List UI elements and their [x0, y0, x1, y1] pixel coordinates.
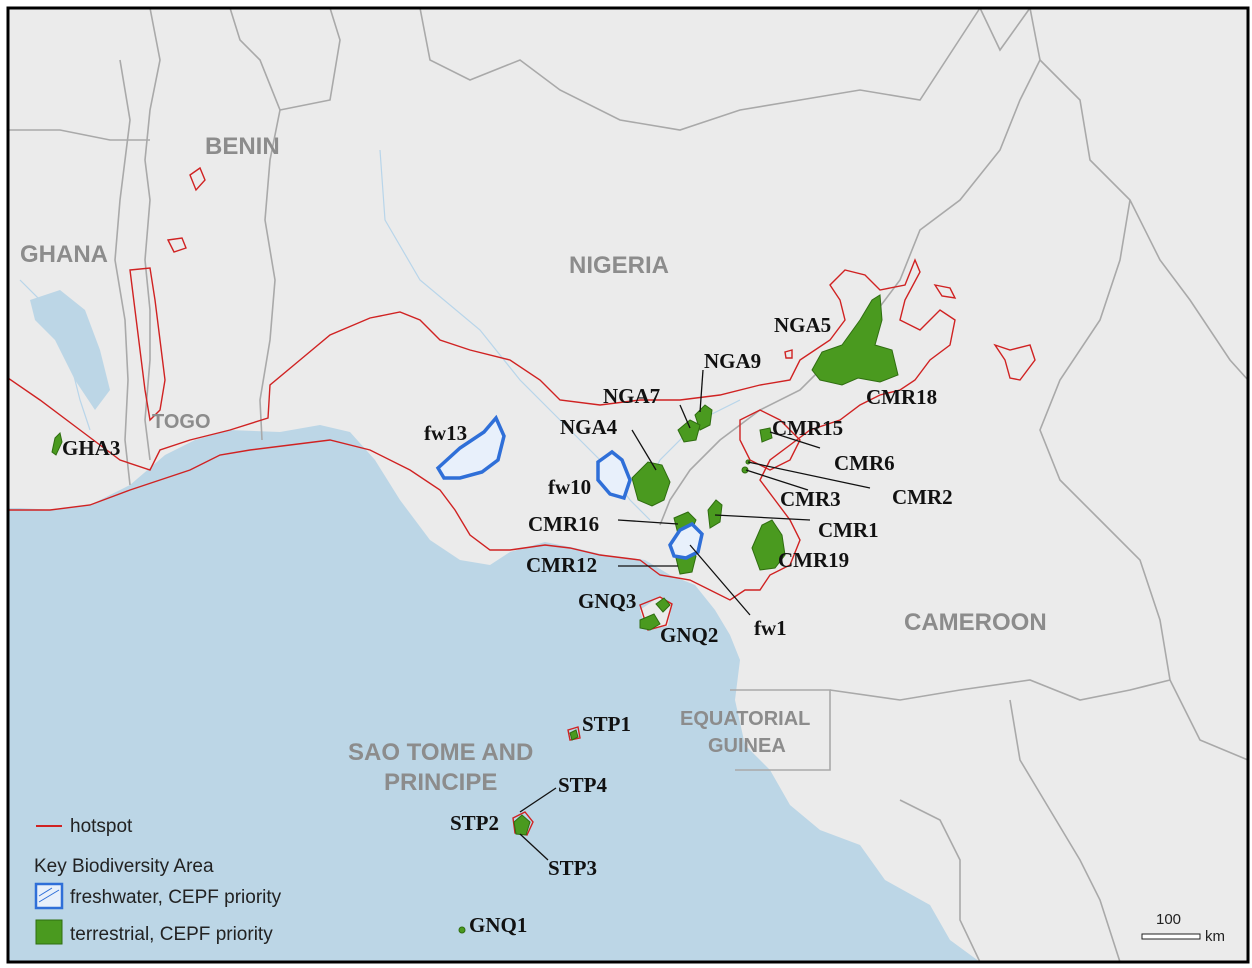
kba-label-STP2: STP2 [450, 811, 499, 835]
border-line [419, 7, 981, 131]
hotspot-outline [189, 166, 206, 192]
hotspot-outline [129, 267, 166, 422]
hotspot-outline [166, 237, 187, 253]
hotspot-outline [7, 258, 956, 601]
country-label-sao-tome: SAO TOME AND [348, 739, 533, 766]
border-line [829, 679, 1171, 701]
hotspot-outline [784, 349, 793, 359]
border-line [279, 7, 341, 111]
country-label-ghana: GHANA [20, 241, 108, 268]
kba-label-fw13: fw13 [424, 421, 467, 445]
legend-hotspot-label: hotspot [70, 816, 133, 837]
country-label-togo: TOGO [152, 411, 211, 433]
hotspot-outline [933, 283, 957, 299]
legend-kba-title: Key Biodiversity Area [34, 856, 214, 877]
border-line [979, 7, 1031, 52]
kba-label-NGA5: NGA5 [774, 313, 831, 337]
kba-terrestrial-CMR1 [707, 499, 723, 529]
kba-label-CMR18: CMR18 [866, 385, 937, 409]
country-label-principe: PRINCIPE [384, 769, 497, 796]
border-line [1039, 199, 1249, 761]
kba-label-CMR6: CMR6 [834, 451, 895, 475]
kba-freshwater-fw10 [596, 449, 632, 501]
kba-terrestrial-NGA7 [677, 419, 701, 443]
kba-label-GNQ3: GNQ3 [578, 589, 636, 613]
hotspot-outline [567, 726, 581, 741]
kba-label-NGA9: NGA9 [704, 349, 761, 373]
border-line [229, 7, 281, 441]
kba-terrestrial-GHA3 [51, 432, 63, 456]
kba-label-CMR16: CMR16 [528, 512, 599, 536]
kba-label-NGA4: NGA4 [560, 415, 618, 439]
border-line [1039, 59, 1249, 381]
border-line [8, 129, 150, 141]
kba-label-CMR2: CMR2 [892, 485, 953, 509]
kba-label-STP4: STP4 [558, 773, 608, 797]
kba-labels: GHA3 fw13 fw10 NGA4 NGA7 NGA9 NGA5 CMR18… [62, 313, 953, 937]
kba-terrestrial-CMR15 [759, 427, 773, 443]
country-label-guinea: GUINEA [708, 735, 786, 757]
kba-label-STP1: STP1 [582, 712, 631, 736]
kba-label-GNQ2: GNQ2 [660, 623, 718, 647]
map-frame [6, 6, 1250, 964]
border-line [1009, 699, 1121, 963]
scale-bar-rect [1141, 933, 1201, 940]
legend-terrestrial-label: terrestrial, CEPF priority [70, 924, 273, 945]
country-label-equatorial: EQUATORIAL [680, 708, 810, 730]
kba-terrestrial-NGA5 [811, 294, 899, 386]
legend-freshwater-hatch [38, 887, 53, 897]
scale-value: 100 [1156, 911, 1181, 928]
border-line [144, 7, 161, 461]
kba-terrestrial-NGA4 [631, 461, 671, 507]
kba-label-GHA3: GHA3 [62, 436, 120, 460]
lake-volta [30, 290, 110, 410]
hotspot-outline [512, 811, 534, 836]
kba-freshwater-fw13 [435, 414, 506, 480]
kba-label-CMR19: CMR19 [778, 548, 849, 572]
country-label-nigeria: NIGERIA [569, 252, 669, 279]
kba-terrestrial-STP2 [513, 814, 531, 836]
kba-label-fw10: fw10 [548, 475, 591, 499]
legend-terrestrial-swatch [35, 919, 63, 945]
kba-label-GNQ1: GNQ1 [469, 913, 527, 937]
legend: hotspot Key Biodiversity Area freshwater… [34, 816, 282, 945]
scale-bar: 100 km [1141, 911, 1225, 945]
legend-freshwater-hatch [38, 889, 60, 903]
country-label-benin: BENIN [205, 133, 280, 160]
kba-label-CMR12: CMR12 [526, 553, 597, 577]
kba-terrestrial-GNQ3 [655, 597, 671, 613]
kba-label-CMR1: CMR1 [818, 518, 879, 542]
kba-label-CMR3: CMR3 [780, 487, 841, 511]
kba-label-fw1: fw1 [754, 616, 787, 640]
border-line [899, 799, 981, 963]
hotspot-outline [993, 343, 1036, 381]
kba-label-CMR15: CMR15 [772, 416, 843, 440]
leader-lines [519, 369, 871, 861]
kba-terrestrial-CMR19 [751, 519, 786, 571]
kba-label-STP3: STP3 [548, 856, 597, 880]
kba-terrestrial-GNQ2 [639, 613, 661, 631]
hotspot-outline [739, 409, 801, 471]
kba-terrestrial-STP1 [569, 729, 579, 741]
kba-terrestrial-GNQ1 [458, 926, 466, 934]
country-label-cameroon: CAMEROON [904, 609, 1047, 636]
kba-label-NGA7: NGA7 [603, 384, 660, 408]
scale-unit: km [1205, 928, 1225, 945]
legend-freshwater-label: freshwater, CEPF priority [70, 887, 282, 908]
border-line [114, 59, 131, 486]
border-line [730, 689, 831, 771]
